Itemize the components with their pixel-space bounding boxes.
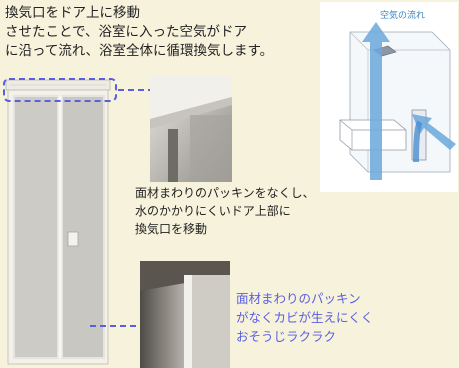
vent-caption-line-3: 換気口を移動 — [135, 222, 208, 236]
airflow-label: 空気の流れ — [380, 11, 426, 21]
vent-caption: 面材まわりのパッキンをなくし、 水のかかりにくいドア上部に 換気口を移動 — [135, 184, 315, 238]
intro-line-1: 換気口をドア上に移動 — [5, 5, 140, 21]
vent-photo — [150, 75, 232, 182]
folding-door-svg — [5, 79, 111, 365]
folding-door-illustration — [4, 74, 116, 366]
airflow-in-arrow — [412, 114, 456, 150]
seal-caption-line-3: おそうじラクラク — [236, 329, 337, 344]
vent-caption-line-2: 水のかかりにくいドア上部に — [135, 204, 291, 218]
intro-line-3: に沿って流れ、浴室全体に循環換気します。 — [5, 43, 274, 59]
intro-line-2: させたことで、浴室に入った空気がドア — [5, 24, 248, 40]
seal-caption-line-1: 面材まわりのパッキン — [236, 291, 361, 306]
vent-caption-line-1: 面材まわりのパッキンをなくし、 — [135, 186, 315, 200]
airflow-illustration: 空気の流れ — [320, 2, 458, 192]
seal-photo — [140, 261, 230, 368]
seal-caption-line-2: がなくカビが生えにくく — [236, 310, 374, 325]
seal-caption: 面材まわりのパッキン がなくカビが生えにくく おそうじラクラク — [236, 289, 373, 346]
intro-text: 換気口をドア上に移動 させたことで、浴室に入った空気がドア に沿って流れ、浴室全… — [5, 4, 325, 61]
airflow-up-arrow — [362, 22, 390, 180]
bathroom-airflow-diagram — [339, 22, 456, 180]
